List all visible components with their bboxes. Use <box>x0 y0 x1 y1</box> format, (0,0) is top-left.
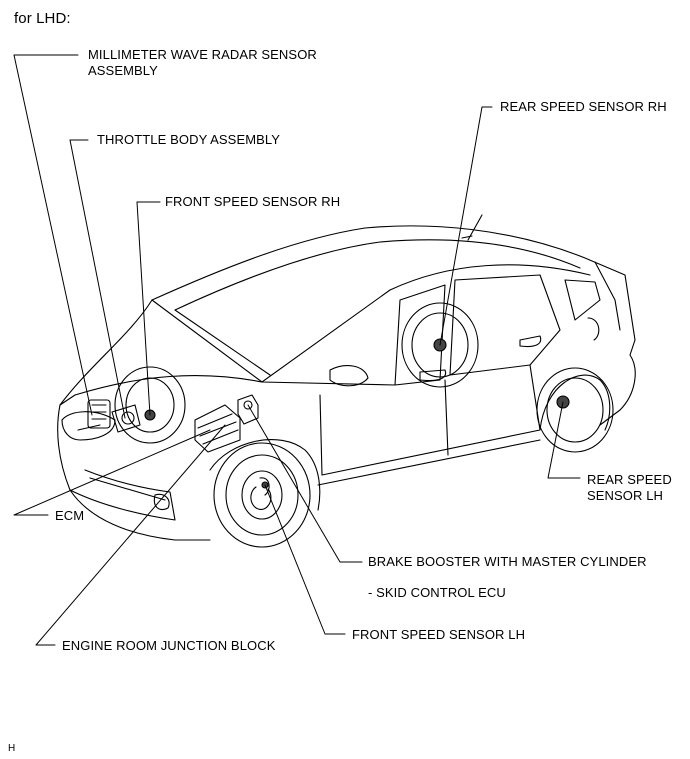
leader-rear-rh <box>439 106 493 346</box>
label-millimeter-wave-radar-line2: ASSEMBLY <box>88 63 158 78</box>
label-front-speed-sensor-lh: FRONT SPEED SENSOR LH <box>352 627 526 642</box>
label-front-speed-sensor-rh: FRONT SPEED SENSOR RH <box>165 194 341 209</box>
label-throttle-body: THROTTLE BODY ASSEMBLY <box>97 132 281 147</box>
page-caption: for LHD: <box>14 10 71 27</box>
car-body <box>57 214 636 548</box>
label-engine-room-junction-block: ENGINE ROOM JUNCTION BLOCK <box>62 638 276 653</box>
label-brake-booster: BRAKE BOOSTER WITH MASTER CYLINDER <box>368 554 647 569</box>
leader-lines <box>13 54 581 646</box>
leader-front-lh <box>264 484 346 635</box>
figure-code: H <box>8 743 16 754</box>
engine-components <box>87 338 570 496</box>
leader-brake <box>247 404 363 563</box>
leader-ecm <box>13 429 211 516</box>
leader-front-rh <box>136 201 161 416</box>
label-rear-speed-sensor-rh: REAR SPEED SENSOR RH <box>500 99 667 114</box>
leader-rear-lh <box>547 401 581 479</box>
label-ecm: ECM <box>55 508 85 523</box>
label-millimeter-wave-radar: MILLIMETER WAVE RADAR SENSOR <box>88 47 317 62</box>
leader-junction <box>35 424 226 646</box>
leader-radar <box>13 54 93 416</box>
label-rear-speed-sensor-lh: REAR SPEED <box>587 472 672 487</box>
label-skid-control-ecu: - SKID CONTROL ECU <box>368 585 506 600</box>
label-rear-speed-sensor-lh-line2: SENSOR LH <box>587 488 664 503</box>
leader-throttle <box>69 139 126 419</box>
